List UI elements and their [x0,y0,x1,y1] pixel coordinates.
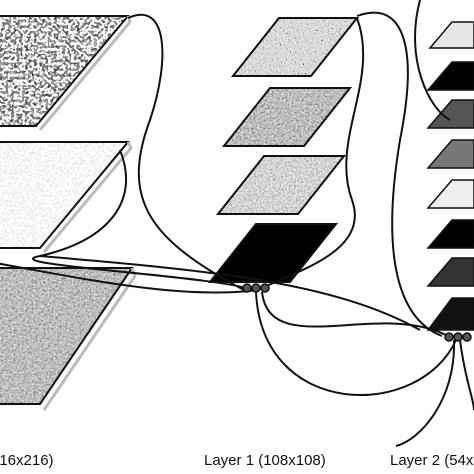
layer2-nodes [444,332,472,342]
input-plane-top [0,15,132,131]
layer1-plane-2 [221,87,353,147]
layer2-plane-7 [426,257,474,287]
layer2-label: Layer 2 (54x54) [390,452,474,469]
connector-layer1-to-layer2-b [255,291,457,397]
connector-layer2-down [459,339,474,411]
layer2-plane-3 [426,99,474,129]
layer2-stack [426,21,474,331]
layer1-label: Layer 1 (108x108) [204,452,326,469]
input-plane-middle [0,141,133,253]
connector-layer2-down-b [395,339,456,447]
connector-input-top [127,13,245,291]
layer2-plane-1 [428,21,474,49]
layer2-plane-2 [426,61,474,91]
layer1-plane-3 [215,155,347,215]
layer1-plane-1 [230,17,360,77]
layer1-plane-4 [207,223,339,283]
layer2-plane-6 [426,219,474,249]
layer2-node-1 [444,332,454,342]
layer2-node-2 [453,332,463,342]
layer1-node-3 [260,283,270,293]
connector-layer1-to-layer2 [261,291,449,337]
connector-input-to-layer2 [39,255,421,331]
layer2-node-3 [462,332,472,342]
layer2-plane-5 [426,179,474,209]
layer2-plane-4 [426,139,474,169]
connector-curves [0,0,474,447]
connector-input-bottom [0,262,259,294]
layer1-node-2 [251,283,261,293]
layer1-nodes [242,283,270,293]
connector-layer2-top [414,0,451,121]
connector-layer1-right [261,17,365,289]
connector-input-middle [32,149,253,291]
connector-layer2-feed [356,11,443,337]
layer1-node-1 [242,283,252,293]
layer2-plane-8 [426,297,474,331]
input-layer-label: (216x216) [0,452,54,469]
